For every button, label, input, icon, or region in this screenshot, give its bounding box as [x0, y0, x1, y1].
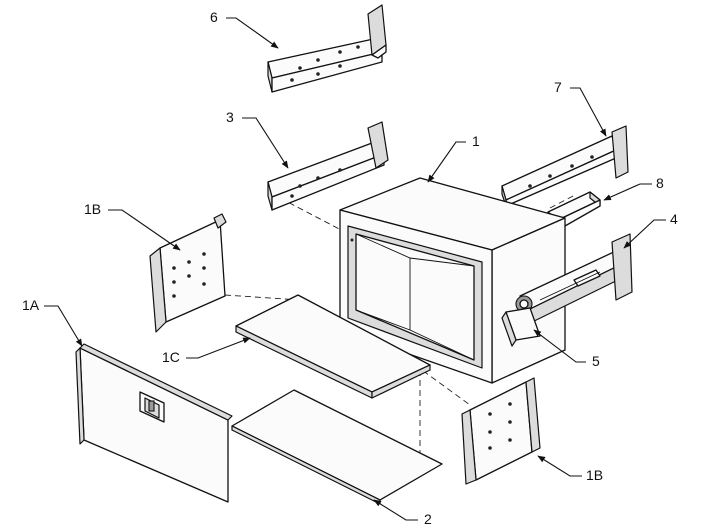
latch-handle-icon: [148, 400, 155, 412]
label-5: 5: [592, 353, 600, 369]
label-1B-left: 1B: [84, 201, 101, 217]
part-4-slide-bracket: [519, 233, 633, 327]
part-5-latch-clamp: [501, 295, 541, 347]
callout-labels: 6 3 7 8 1 4 1B 1A 1C 5 1B 2: [22, 9, 678, 527]
label-3: 3: [226, 109, 234, 125]
part-3-side-bracket: [267, 121, 389, 211]
part-1C-shelf-tray: [235, 294, 431, 399]
label-4: 4: [670, 211, 678, 227]
part-2-bottom-sheet: [231, 389, 443, 505]
part-6-top-bracket: [267, 4, 387, 93]
part-7-side-bracket: [501, 125, 629, 207]
label-1C: 1C: [162, 349, 180, 365]
label-7: 7: [554, 79, 562, 95]
part-1-main-box: [339, 177, 566, 384]
label-1B-right: 1B: [586, 467, 603, 483]
part-1B-right-side-panel: [461, 377, 541, 485]
part-1B-left-side-panel: [149, 213, 227, 333]
label-1: 1: [472, 133, 480, 149]
leader-lines: [44, 17, 666, 521]
label-8: 8: [656, 175, 664, 191]
label-2: 2: [424, 511, 432, 527]
part-1A-door-panel: [75, 343, 233, 503]
label-6: 6: [210, 9, 218, 25]
label-1A: 1A: [22, 297, 40, 313]
